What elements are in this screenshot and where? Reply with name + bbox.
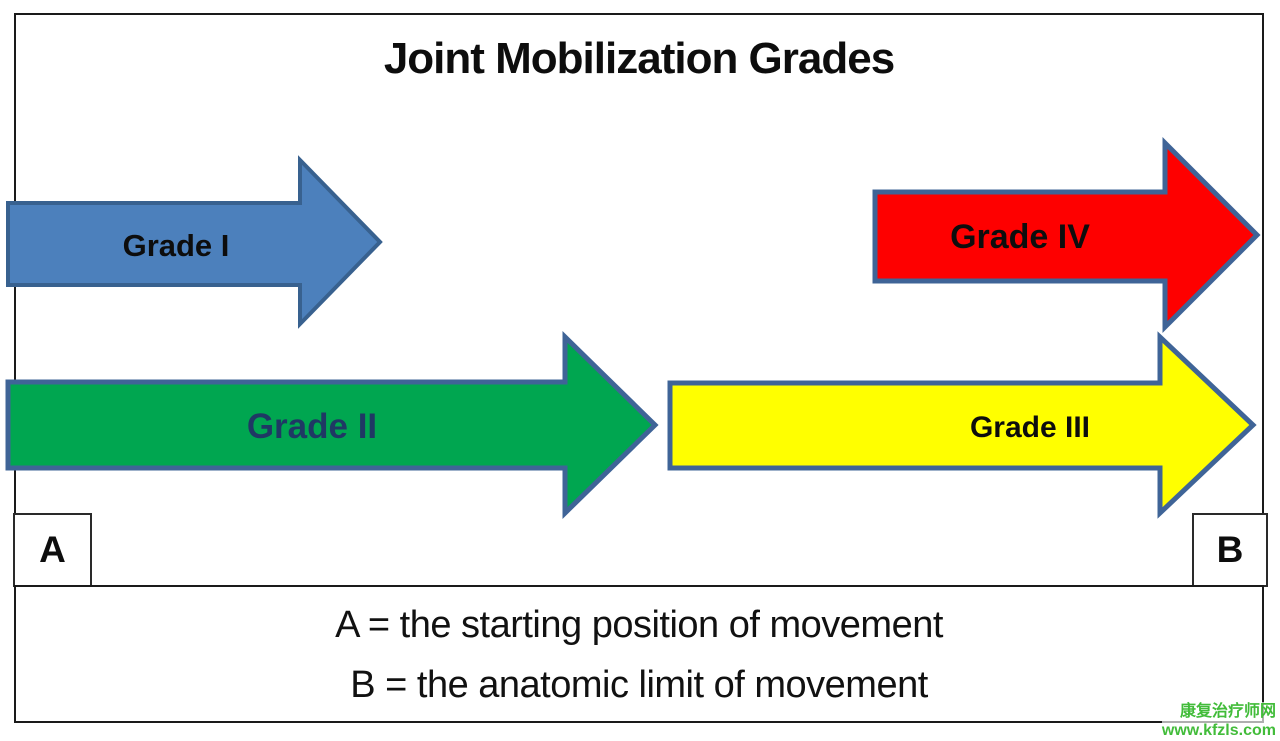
grade-1-arrow-label: Grade I [123,228,230,263]
watermark-site-name: 康复治疗师网 [1179,703,1276,720]
marker-a-box: A [13,513,92,587]
watermark: 康复治疗师网 www.kfzls.com [1161,702,1276,740]
grade-2-arrow [5,331,659,519]
grade-1-arrow [6,155,383,329]
marker-b-label: B [1216,529,1244,570]
grade-3-arrow [667,331,1257,519]
grade-4-arrow-label: Grade IV [950,218,1090,256]
grade-4-arrow [872,136,1261,334]
watermark-site-url: www.kfzls.com [1161,722,1276,739]
outer-frame [14,13,1264,723]
marker-b-box: B [1192,513,1268,587]
legend-line-b: B = the anatomic limit of movement [350,664,928,706]
page-title: Joint Mobilization Grades [383,34,895,83]
grade-3-arrow-label: Grade III [970,411,1090,444]
legend-section: A = the starting position of movement B … [14,585,1264,723]
legend-line-a: A = the starting position of movement [335,604,943,646]
grade-2-arrow-label: Grade II [247,407,377,446]
marker-a-label: A [39,529,66,570]
